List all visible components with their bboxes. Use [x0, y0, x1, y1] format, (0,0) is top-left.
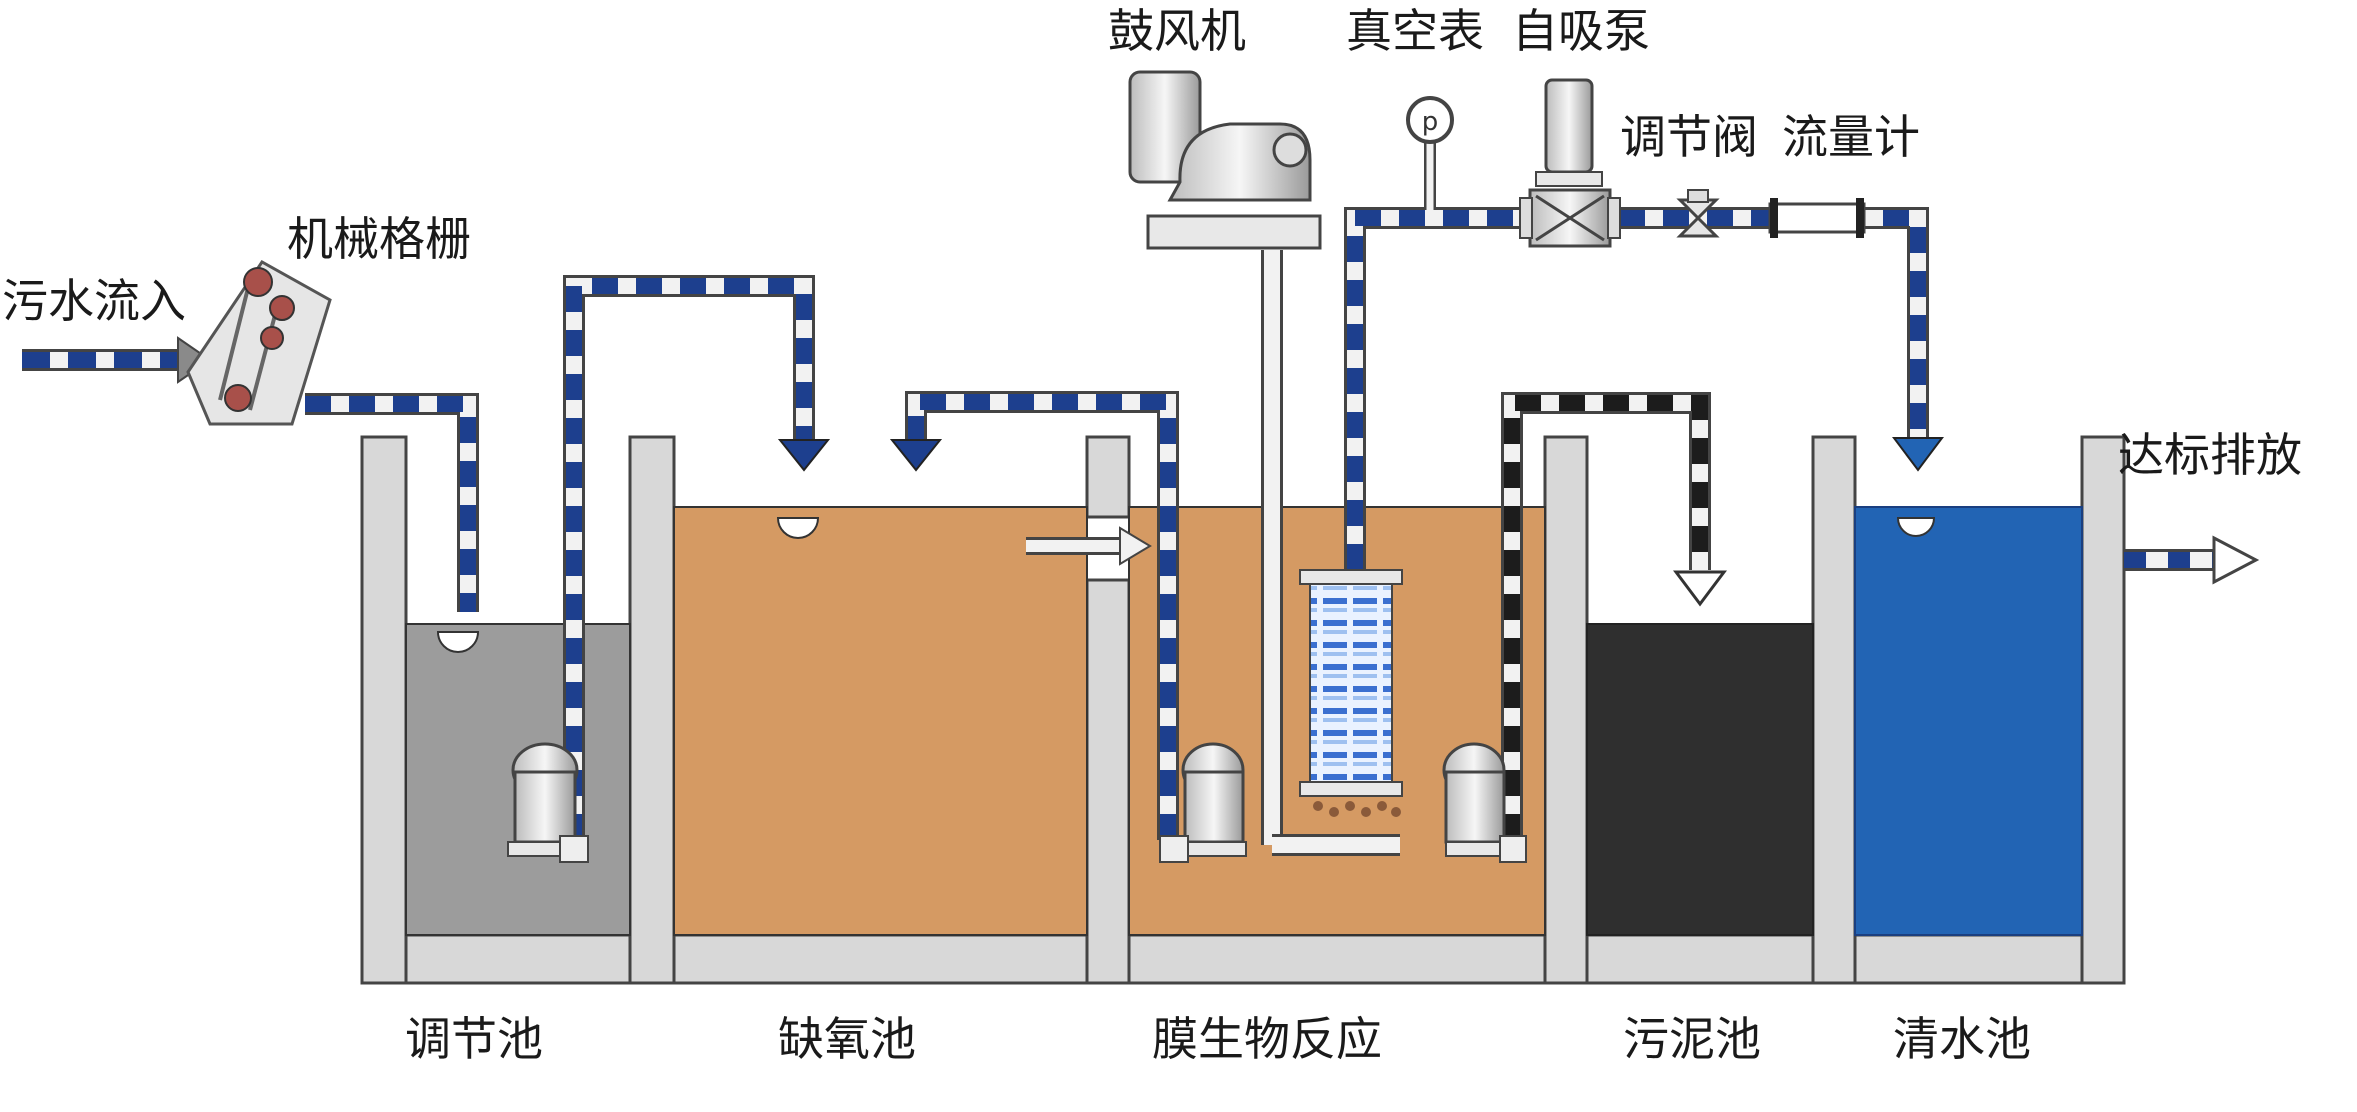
control-valve — [1676, 189, 1720, 238]
water-clear — [1854, 506, 2083, 936]
svg-text:p: p — [1422, 107, 1439, 137]
pump-mbr-return — [1159, 742, 1247, 863]
label-vacuum-gauge: 真空表 — [1346, 4, 1484, 58]
pipe-effluent — [1344, 207, 1944, 570]
wall-6 — [2080, 435, 2126, 985]
pipe-discharge — [2124, 535, 2260, 585]
wall-4 — [1543, 435, 1589, 985]
vacuum-gauge: p — [1406, 96, 1454, 144]
marker-anoxic — [776, 517, 820, 539]
blower-equipment — [1128, 70, 1322, 250]
pipe-screen-regulating — [305, 393, 479, 612]
label-tank-anoxic: 缺氧池 — [778, 1012, 916, 1066]
pipe-air — [1261, 250, 1400, 856]
wall-1 — [360, 435, 408, 985]
pipe-overflow — [1026, 526, 1152, 566]
label-screen: 机械格栅 — [287, 212, 471, 266]
marker-regulating — [436, 631, 480, 653]
water-anoxic — [673, 506, 1088, 936]
pipe-mbr-return — [889, 391, 1179, 840]
wall-3a — [1085, 435, 1131, 519]
label-discharge: 达标排放 — [2118, 428, 2302, 482]
wall-3b — [1085, 578, 1131, 985]
label-flow-meter: 流量计 — [1782, 110, 1920, 164]
level-markers — [436, 517, 1936, 653]
pipe-inflow — [22, 336, 212, 384]
pipes — [22, 140, 2260, 856]
pipe-regulating-anoxic — [563, 275, 831, 840]
water-sludge — [1586, 623, 1814, 936]
label-blower: 鼓风机 — [1108, 4, 1246, 58]
label-control-valve: 调节阀 — [1620, 110, 1758, 164]
label-tank-mbr: 膜生物反应 — [1152, 1012, 1382, 1066]
tank-base — [360, 933, 2126, 985]
label-tank-regulating: 调节池 — [405, 1012, 543, 1066]
membrane-module — [1299, 569, 1403, 817]
mechanical-screen — [186, 260, 332, 426]
label-self-priming-pump: 自吸泵 — [1512, 4, 1650, 58]
marker-clear — [1896, 517, 1936, 537]
self-priming-pump — [1519, 78, 1621, 248]
tank-structure — [360, 435, 2126, 985]
label-inflow: 污水流入 — [2, 274, 186, 328]
flow-meter — [1768, 198, 1866, 238]
pipe-sludge — [1501, 392, 1727, 840]
wall-5 — [1811, 435, 1857, 985]
wall-2 — [628, 435, 676, 985]
label-tank-clear: 清水池 — [1893, 1012, 2031, 1066]
pump-regulating — [507, 742, 589, 863]
pump-sludge — [1442, 742, 1527, 863]
label-tank-sludge: 污泥池 — [1623, 1012, 1761, 1066]
aeration-bubbles — [1313, 801, 1401, 817]
